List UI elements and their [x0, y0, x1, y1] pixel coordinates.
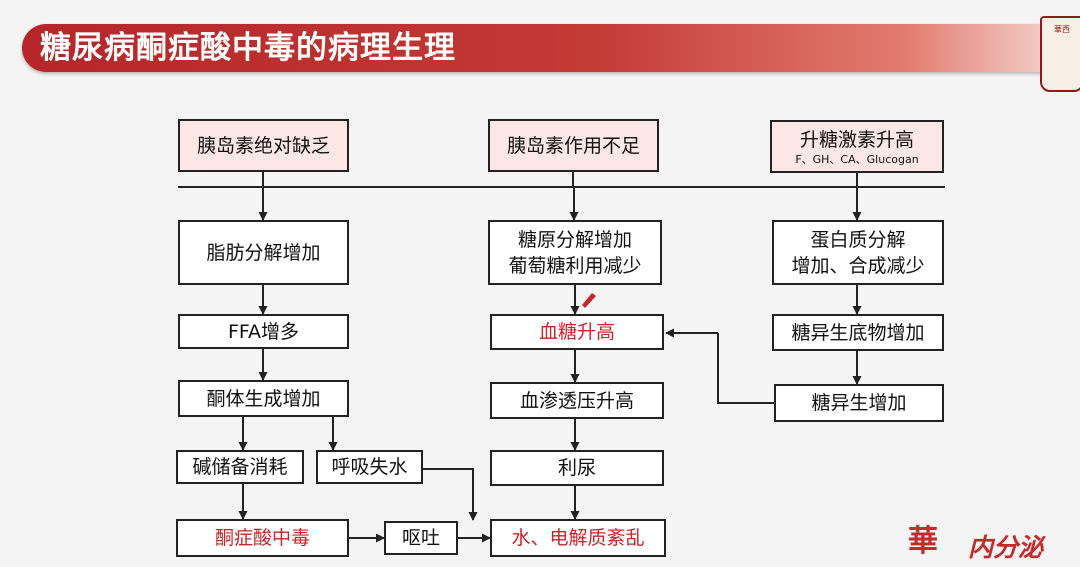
box-glycogenolysis: 糖原分解增加 葡萄糖利用减少	[488, 220, 662, 285]
box-label: 脂肪分解增加	[206, 241, 321, 264]
box-label-line1: 糖原分解增加	[517, 228, 632, 251]
box-label-line1: 蛋白质分解	[810, 228, 906, 251]
university-logo: 華西	[1040, 16, 1080, 92]
cause-label: 升糖激素升高	[799, 128, 914, 151]
cause-insulin-absolute-deficiency: 胰岛素绝对缺乏	[178, 119, 349, 172]
box-alkali-reserve: 碱储备消耗	[176, 450, 304, 484]
box-label: 酮体生成增加	[206, 387, 321, 410]
logo-lettering: 華西	[1054, 25, 1070, 34]
box-hyperglycemia: 血糖升高	[490, 314, 664, 350]
box-label: 利尿	[557, 457, 596, 479]
box-label: 呕吐	[401, 527, 440, 549]
cause-insulin-insufficient-action: 胰岛素作用不足	[488, 119, 659, 172]
box-ketoacidosis: 酮症酸中毒	[176, 519, 349, 557]
box-hyperosmolality: 血渗透压升高	[490, 382, 664, 419]
cause-label: 胰岛素绝对缺乏	[196, 134, 330, 157]
box-respiratory-water-loss: 呼吸失水	[316, 450, 423, 484]
hormone-list: F、GH、CA、Glucogan	[795, 152, 919, 166]
box-label-line2: 葡萄糖利用减少	[508, 254, 642, 277]
brand-text: 内分泌	[968, 533, 1044, 562]
box-proteolysis: 蛋白质分解 增加、合成减少	[772, 220, 944, 285]
box-diuresis: 利尿	[490, 450, 664, 486]
box-lipolysis: 脂肪分解增加	[178, 220, 349, 285]
box-gluconeogenic-substrate: 糖异生底物增加	[772, 314, 944, 351]
box-electrolyte-imbalance: 水、电解质紊乱	[490, 519, 666, 557]
box-label: 血渗透压升高	[519, 389, 634, 412]
page-title: 糖尿病酮症酸中毒的病理生理	[40, 30, 456, 66]
box-ffa: FFA增多	[178, 314, 349, 349]
box-label: 糖异生增加	[811, 392, 907, 414]
box-label-line2: 增加、合成减少	[791, 254, 925, 277]
box-vomiting: 呕吐	[384, 521, 458, 555]
pen-cursor-icon	[582, 293, 596, 308]
box-label: 碱储备消耗	[192, 456, 288, 478]
cause-label: 胰岛素作用不足	[506, 134, 640, 157]
box-gluconeogenesis: 糖异生增加	[774, 384, 944, 422]
title-banner	[22, 24, 1062, 72]
cause-counterregulatory-hormones: 升糖激素升高 F、GH、CA、Glucogan	[770, 120, 944, 173]
box-label: 水、电解质紊乱	[511, 527, 645, 549]
box-label: 呼吸失水	[331, 456, 408, 478]
box-label: 酮症酸中毒	[214, 527, 310, 549]
box-label: FFA增多	[227, 320, 300, 343]
brand-glyph: 華	[908, 524, 938, 559]
box-label: 血糖升高	[538, 321, 615, 343]
box-label: 糖异生底物增加	[791, 321, 925, 344]
box-ketogenesis: 酮体生成增加	[178, 380, 349, 417]
